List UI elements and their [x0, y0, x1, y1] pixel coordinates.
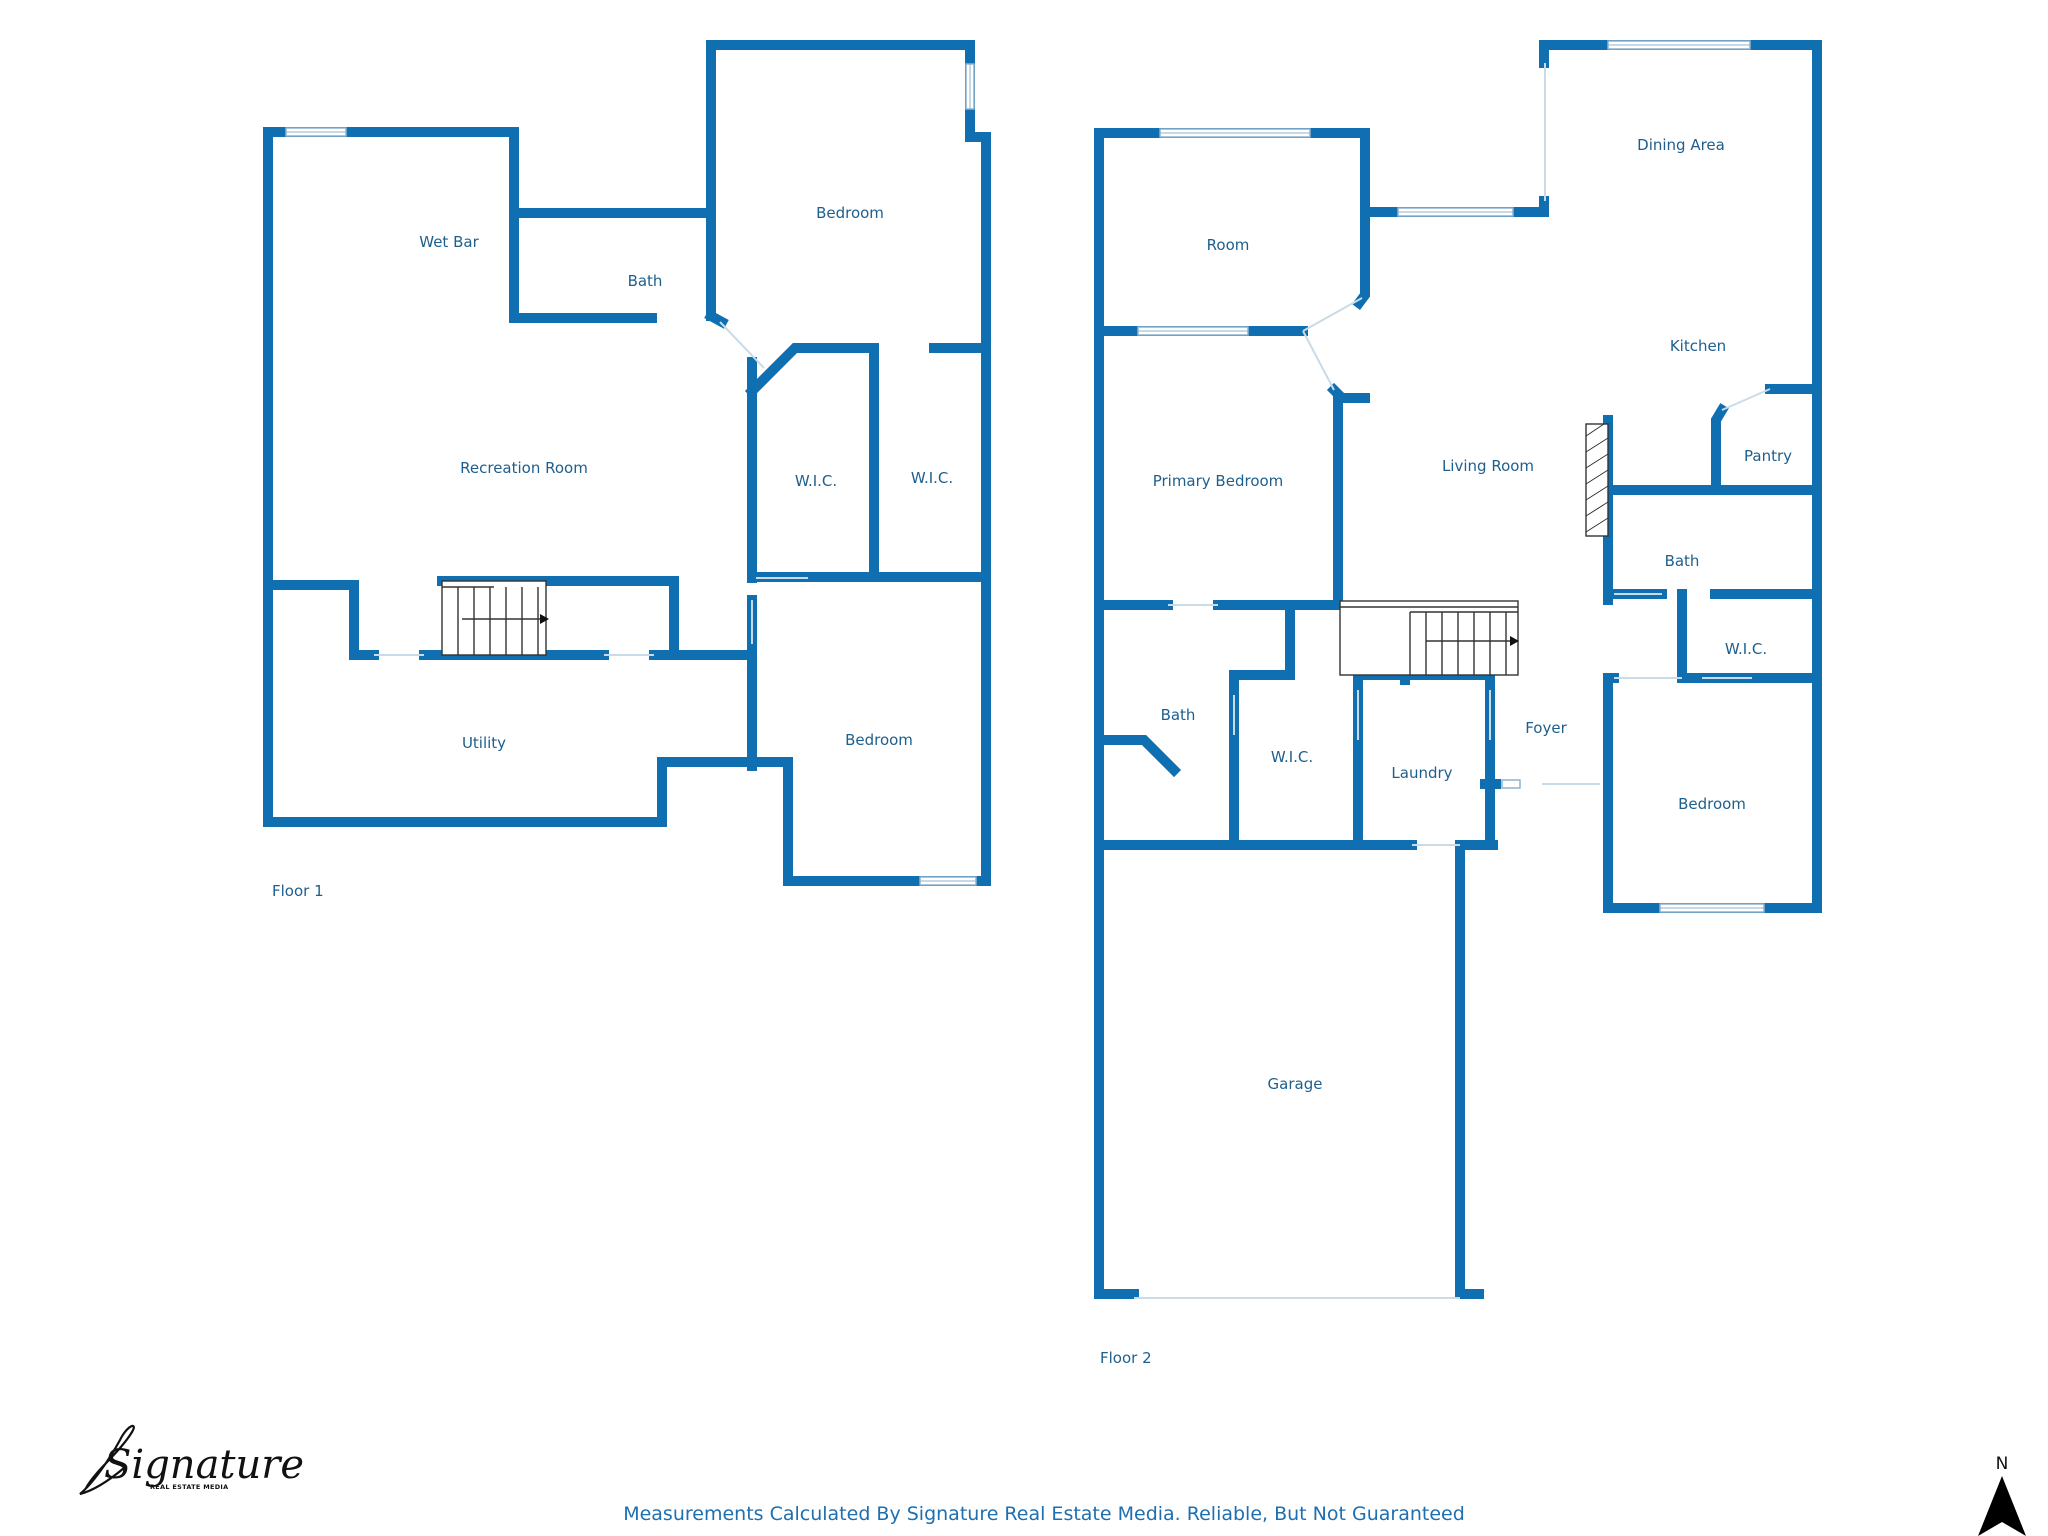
room-label-primary-bedroom: Primary Bedroom — [1153, 472, 1284, 490]
room-label-bath: Bath — [1161, 706, 1196, 724]
room-label-bedroom: Bedroom — [845, 731, 913, 749]
room-label-wic: W.I.C. — [1271, 748, 1313, 766]
room-label-wic: W.I.C. — [795, 472, 837, 490]
room-label-room: Room — [1207, 236, 1250, 254]
room-label-garage: Garage — [1268, 1075, 1323, 1093]
floor-2-doors — [1134, 63, 1771, 1299]
floor-2-stairs — [1339, 600, 1519, 676]
room-label-living-room: Living Room — [1442, 457, 1534, 475]
floor-1-windows — [285, 63, 977, 886]
fireplace-icon — [1585, 423, 1609, 537]
floor-label: Floor 1 — [272, 882, 324, 900]
logo-script-text: Signature — [104, 1442, 304, 1488]
north-arrow-icon: N — [1978, 1454, 2026, 1536]
floor-2-interior-walls — [1094, 326, 1822, 850]
room-label-laundry: Laundry — [1391, 764, 1452, 782]
room-label-bedroom: Bedroom — [816, 204, 884, 222]
logo-tagline: REAL ESTATE MEDIA — [150, 1483, 228, 1491]
floor-1-plan: Wet Bar Bath Bedroom Recreation Room W.I… — [263, 40, 991, 900]
floor-2-plan: Room Dining Area Kitchen Primary Bedroom… — [1094, 40, 1822, 1367]
room-label-bath: Bath — [1665, 552, 1700, 570]
room-label-foyer: Foyer — [1525, 719, 1567, 737]
room-label-kitchen: Kitchen — [1670, 337, 1726, 355]
room-label-utility: Utility — [462, 734, 506, 752]
room-label-pantry: Pantry — [1744, 447, 1792, 465]
floor-1-stairs — [441, 580, 549, 656]
room-label-recreation-room: Recreation Room — [460, 459, 588, 477]
room-label-bedroom: Bedroom — [1678, 795, 1746, 813]
floor-label: Floor 2 — [1100, 1349, 1152, 1367]
room-label-bath: Bath — [628, 272, 663, 290]
floor-1-interior-walls — [263, 208, 991, 771]
room-label-wet-bar: Wet Bar — [419, 233, 479, 251]
compass-label: N — [1996, 1454, 2009, 1474]
disclaimer-text: Measurements Calculated By Signature Rea… — [623, 1503, 1465, 1525]
floor-1-walls — [263, 40, 991, 886]
signature-logo: Signature REAL ESTATE MEDIA — [79, 1424, 304, 1496]
room-label-wic: W.I.C. — [1725, 640, 1767, 658]
room-label-wic: W.I.C. — [911, 469, 953, 487]
room-label-dining-area: Dining Area — [1637, 136, 1725, 154]
floor-1-doors — [374, 321, 808, 656]
floor-2-windows — [1137, 40, 1765, 913]
